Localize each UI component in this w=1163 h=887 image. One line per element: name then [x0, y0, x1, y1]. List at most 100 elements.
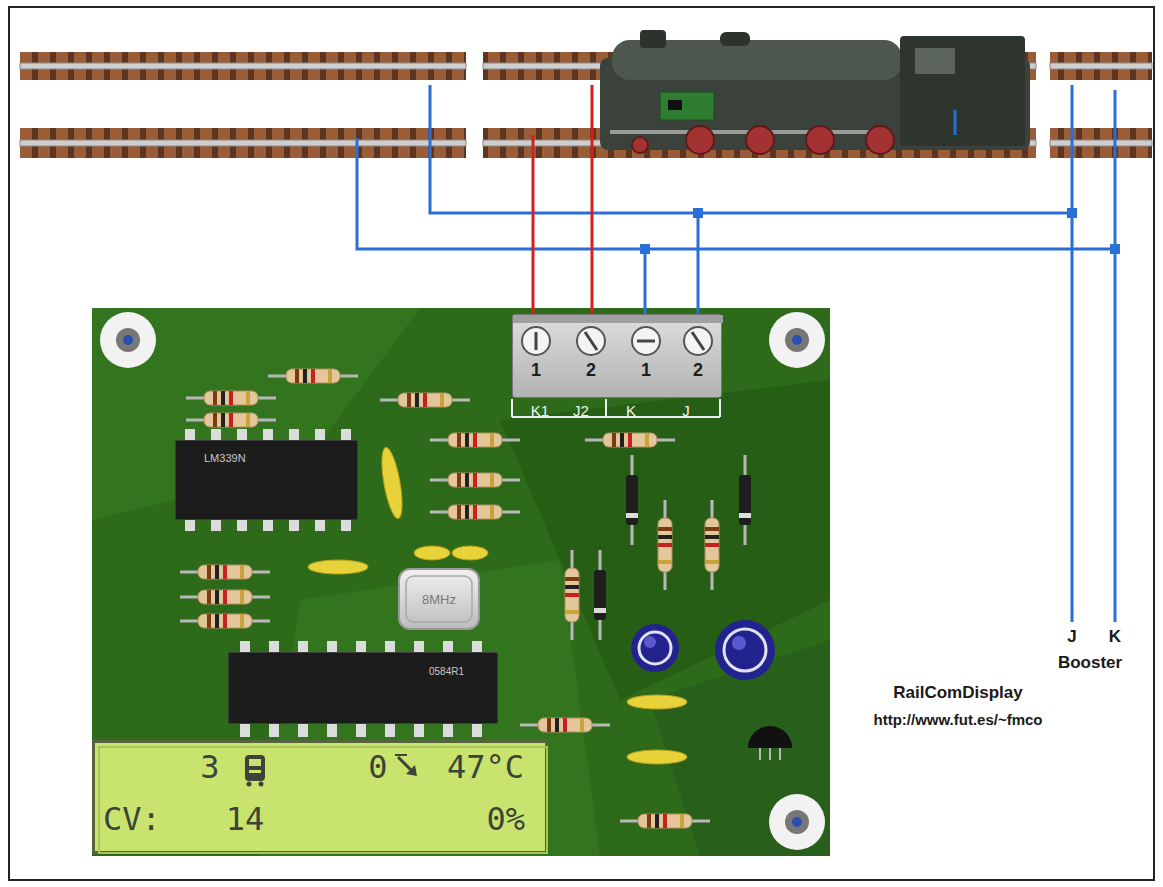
- comparator-chip: LM339N: [175, 440, 358, 520]
- circle-shape: [746, 126, 774, 154]
- rect-shape: [249, 770, 261, 773]
- use-shape: [658, 500, 672, 590]
- circle-shape: [724, 629, 766, 671]
- diode-symbol: [594, 455, 751, 640]
- signal-name: K: [626, 403, 636, 418]
- circle-shape: [686, 126, 714, 154]
- lcd-value: 47°C: [447, 751, 524, 783]
- use-shape: [626, 455, 638, 545]
- lcd-value: 3: [200, 751, 219, 783]
- line-shape: [779, 748, 781, 760]
- line-shape: [535, 332, 538, 350]
- circle-shape: [522, 327, 550, 355]
- path-shape: [591, 85, 594, 330]
- path-shape: [748, 726, 792, 748]
- rect-shape: [1050, 52, 1152, 80]
- ellipse-shape: [627, 750, 687, 764]
- ellipse-shape: [378, 446, 406, 520]
- rect-shape: [20, 140, 466, 146]
- rect-shape: [915, 48, 955, 74]
- ellipse-shape: [627, 695, 687, 709]
- frame: [9, 7, 1154, 880]
- rect-shape: [1110, 244, 1120, 254]
- lcd-value: 0%: [486, 803, 525, 835]
- line-shape: [954, 110, 957, 135]
- rect-shape: [249, 759, 261, 766]
- rect-shape: [315, 519, 325, 531]
- lcd-display: 3047°CCV:140%: [92, 740, 548, 854]
- line-shape: [511, 399, 513, 417]
- line-shape: [605, 399, 607, 417]
- locomotive: [600, 30, 1030, 154]
- circle-shape: [632, 137, 648, 153]
- rect-shape: [406, 576, 472, 622]
- crystal-marking: 8MHz: [422, 593, 456, 606]
- pin-number: 2: [586, 361, 596, 379]
- use-shape: [430, 473, 520, 487]
- line-shape: [637, 340, 655, 343]
- path-shape: [532, 135, 535, 330]
- rect-shape: [414, 723, 424, 737]
- wire-junction: [640, 208, 1120, 254]
- rect-shape: [245, 755, 265, 781]
- circle-shape: [123, 335, 133, 345]
- circle-shape: [631, 624, 679, 672]
- pin-number: 1: [531, 361, 541, 379]
- rect-shape: [693, 208, 703, 218]
- circle-shape: [259, 782, 264, 787]
- product-name: RailComDisplay: [893, 684, 1022, 703]
- mounting-hole: [100, 312, 825, 850]
- rect-shape: [1050, 63, 1152, 69]
- path-shape: [697, 213, 700, 330]
- transistor: [748, 726, 792, 760]
- ellipse-shape: [414, 546, 450, 560]
- rect-shape: [269, 723, 279, 737]
- terminal-block: 1212K1J2KJ: [512, 314, 722, 398]
- rect-shape: [20, 52, 466, 80]
- electrolytic-capacitor: [631, 620, 775, 680]
- line-shape: [769, 748, 771, 760]
- rect-shape: [513, 315, 723, 323]
- path-shape: [1114, 90, 1117, 622]
- rect-shape: [356, 723, 366, 737]
- use-shape: [180, 614, 270, 628]
- rect-shape: [1050, 140, 1152, 146]
- rect-shape: [20, 128, 466, 158]
- wires: [357, 85, 1115, 622]
- rect-shape: [240, 723, 250, 737]
- circle-shape: [785, 328, 809, 352]
- use-shape: [565, 550, 579, 640]
- chip-marking: 0584R1: [429, 667, 464, 677]
- rect-shape: [263, 519, 273, 531]
- chip-marking: LM339N: [204, 453, 246, 464]
- circuit-board: [92, 308, 830, 856]
- circle-shape: [577, 327, 605, 355]
- line-shape: [585, 332, 597, 350]
- line-shape: [759, 748, 761, 760]
- circle-shape: [732, 636, 746, 650]
- pin-number: 1: [641, 361, 651, 379]
- device-name: Booster: [1058, 654, 1122, 673]
- line-shape: [719, 399, 721, 417]
- use-shape: [186, 391, 276, 405]
- use-shape: [186, 413, 276, 427]
- line-shape: [692, 332, 704, 350]
- rect-shape: [385, 723, 395, 737]
- path-shape: [357, 138, 1115, 249]
- rect-shape: [1067, 208, 1077, 218]
- use-shape: [739, 455, 751, 545]
- signal-name: J: [682, 403, 690, 418]
- svg-shape: [513, 315, 723, 399]
- polygon-shape: [92, 308, 420, 520]
- path-shape: [430, 85, 1072, 213]
- wire-name: J: [1067, 628, 1076, 647]
- circle-shape: [247, 782, 252, 787]
- lcd-value: CV:: [103, 803, 161, 835]
- rect-shape: [443, 723, 453, 737]
- rect-shape: [20, 63, 466, 69]
- ellipse-shape: [308, 560, 368, 574]
- circle-shape: [792, 335, 802, 345]
- use-shape: [705, 500, 719, 590]
- circle-shape: [785, 810, 809, 834]
- rect-shape: [1050, 128, 1152, 158]
